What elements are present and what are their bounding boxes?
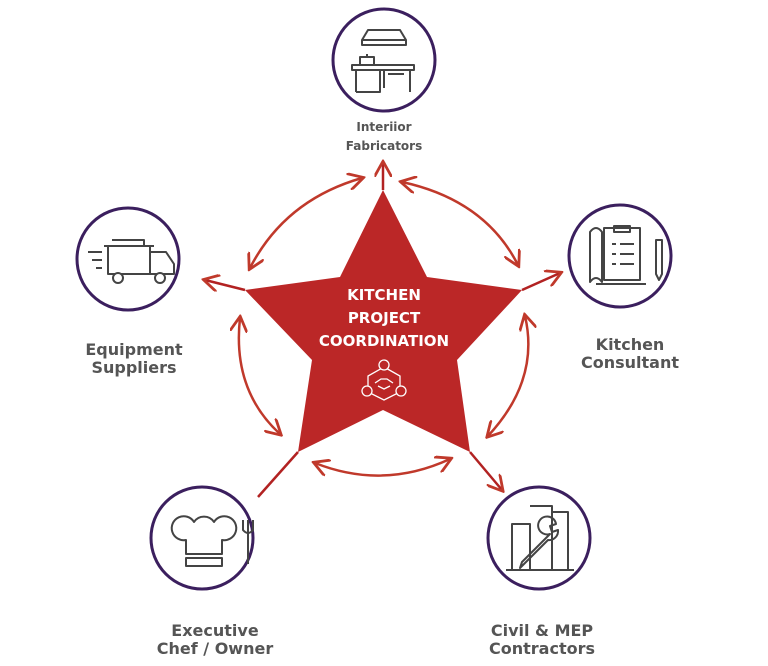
- node-circle-chef: [149, 485, 255, 591]
- connector-bottom-left: [257, 451, 299, 498]
- arc-top-left: [250, 178, 362, 268]
- connector-right: [521, 273, 560, 292]
- label-interior-fabricators: Interiior Fabricators: [345, 120, 423, 153]
- label-executive-chef-owner: Executive Chef / Owner: [156, 621, 274, 659]
- node-circle-consultant: [567, 203, 673, 309]
- clipboard-blueprint-icon: [589, 225, 663, 285]
- connector-left: [205, 280, 246, 290]
- kitchen-hood-counter-icon: [351, 29, 415, 93]
- connector-bottom-right: [469, 451, 502, 490]
- chef-hat-fork-icon: [170, 515, 254, 567]
- arc-right: [488, 316, 528, 436]
- center-title: KITCHEN PROJECT COORDINATION: [318, 286, 450, 350]
- node-circle-contractors: [486, 485, 592, 591]
- arc-left: [239, 318, 280, 434]
- arc-top-right: [402, 182, 518, 265]
- node-circle-suppliers: [75, 206, 181, 312]
- label-civil-mep-contractors: Civil & MEP Contractors: [489, 621, 595, 659]
- label-kitchen-consultant: Kitchen Consultant: [580, 335, 679, 373]
- handshake-network-icon: [361, 359, 407, 401]
- delivery-truck-icon: [88, 239, 175, 284]
- center-star: [245, 190, 522, 452]
- arc-bottom: [315, 459, 450, 477]
- building-wrench-icon: [506, 505, 574, 571]
- label-equipment-suppliers: Equipment Suppliers: [85, 340, 183, 378]
- node-circle-interior: [331, 7, 437, 113]
